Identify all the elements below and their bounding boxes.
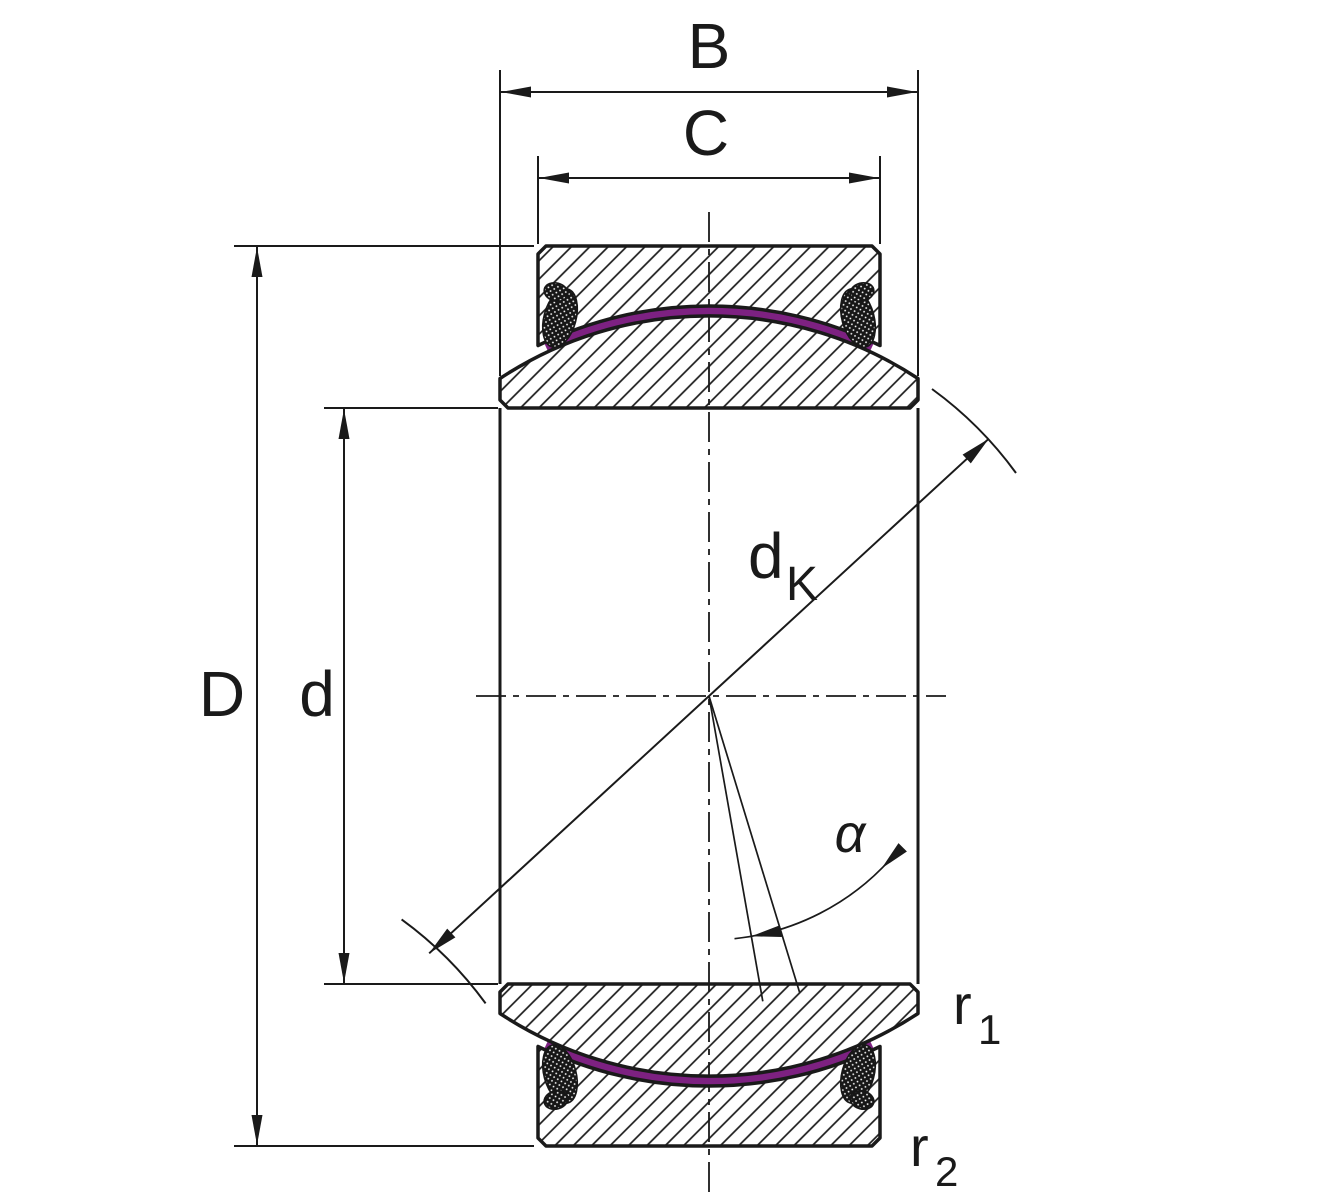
alpha-leg-a bbox=[708, 695, 764, 1002]
seal-bottom-left bbox=[541, 1043, 579, 1105]
dimension-C: C bbox=[537, 97, 881, 244]
arrowhead-dK-top bbox=[962, 438, 989, 464]
label-C: C bbox=[683, 97, 729, 169]
outer-ring-bottom-section bbox=[536, 1044, 882, 1148]
arrowhead-B-right bbox=[887, 86, 917, 98]
seal-lip-top-right bbox=[849, 281, 875, 303]
dimension-alpha: α bbox=[708, 695, 907, 1002]
label-r2-base: r bbox=[910, 1115, 929, 1178]
seal-top-left bbox=[541, 287, 579, 349]
label-D: D bbox=[199, 658, 245, 730]
inner-ring-bottom-section bbox=[498, 982, 920, 1078]
ring-sections bbox=[498, 244, 920, 1148]
label-dK-subscript: K bbox=[786, 558, 818, 611]
sphere-arc-top-right bbox=[931, 388, 1017, 474]
seals bbox=[541, 281, 877, 1111]
arrowhead-D-bottom bbox=[251, 1115, 263, 1145]
label-r1-subscript: 1 bbox=[978, 1006, 1001, 1053]
sphere-arc-bottom-left bbox=[401, 918, 487, 1004]
label-B: B bbox=[688, 10, 731, 82]
dimension-D: D bbox=[199, 245, 534, 1147]
seal-lip-bottom-right bbox=[849, 1089, 875, 1111]
arrowhead-d-bottom bbox=[338, 953, 350, 983]
label-r1-base: r bbox=[953, 973, 972, 1036]
dimension-d: d bbox=[299, 407, 498, 985]
arrowhead-dK-bottom bbox=[429, 928, 456, 954]
label-d: d bbox=[299, 658, 335, 730]
arrowhead-alpha-outer bbox=[881, 843, 907, 869]
label-r2-subscript: 2 bbox=[935, 1148, 958, 1195]
alpha-leg-b bbox=[708, 695, 801, 993]
liner-arc-bottom bbox=[544, 1040, 874, 1086]
seal-lip-bottom-left bbox=[543, 1089, 569, 1111]
arrowhead-D-top bbox=[251, 247, 263, 277]
dimension-B: B bbox=[499, 10, 919, 376]
arrowhead-d-top bbox=[338, 409, 350, 439]
arrowhead-alpha-inner bbox=[751, 925, 782, 937]
chamfer-labels: r 1 r 2 bbox=[910, 973, 1001, 1195]
label-alpha: α bbox=[835, 804, 868, 864]
inner-ring-top-section bbox=[498, 314, 920, 410]
seal-bottom-right bbox=[839, 1043, 877, 1105]
liner-arcs bbox=[544, 306, 874, 1086]
arrowhead-C-left bbox=[539, 172, 569, 184]
arrowhead-B-left bbox=[501, 86, 531, 98]
seal-top-right bbox=[839, 287, 877, 349]
liner-arc-top bbox=[544, 306, 874, 352]
arrowhead-C-right bbox=[849, 172, 879, 184]
label-dK-base: d bbox=[748, 520, 784, 592]
seal-lip-top-left bbox=[543, 281, 569, 303]
